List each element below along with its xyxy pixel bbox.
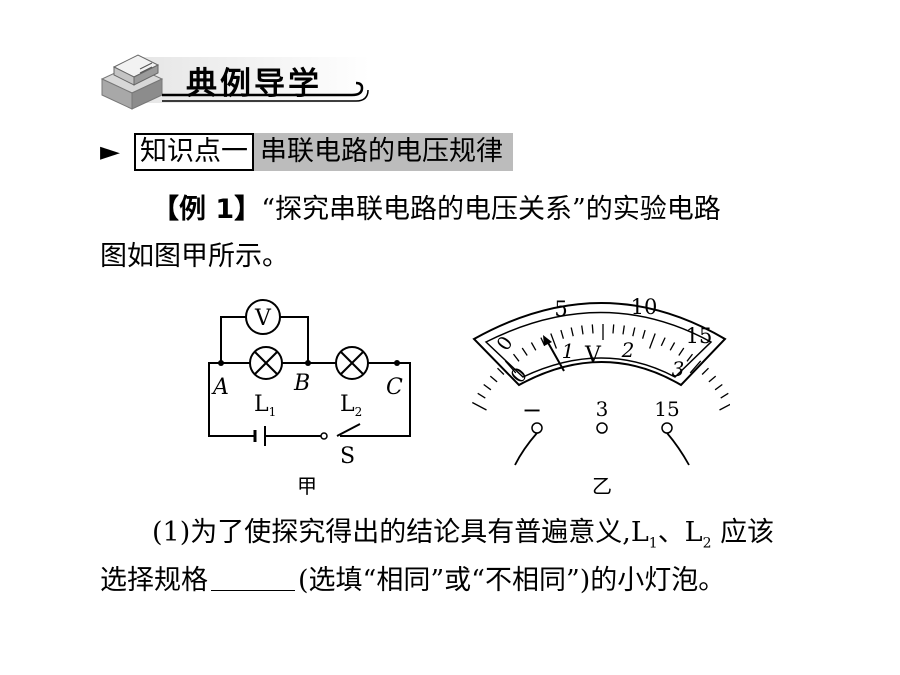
dial-tick: [689, 360, 702, 374]
knowledge-point-label: 知识点一: [134, 133, 254, 171]
knowledge-point-topic: 串联电路的电压规律: [254, 133, 513, 171]
dial-tick: [521, 347, 528, 356]
switch-label: S: [340, 444, 355, 469]
wire-lead-right: [666, 432, 690, 466]
dial-tick: [669, 342, 676, 351]
dial-tick: [641, 329, 646, 339]
dial-frame: [472, 302, 727, 387]
circuit-diagram: [208, 299, 411, 446]
dial-tick: [512, 353, 520, 362]
lamp-l2-cross-b: [340, 351, 364, 375]
wire-battery-a: [208, 362, 254, 437]
terminal-negative: [531, 422, 543, 434]
dial-tick: [648, 333, 656, 349]
dial-tick: [714, 383, 723, 391]
scale-inner-3: 3: [672, 357, 685, 381]
example-line-2: 图如图甲所示。: [100, 241, 289, 272]
voltmeter-wire-left: [220, 316, 246, 363]
dial-tick: [720, 392, 729, 399]
dial-tick: [719, 401, 735, 411]
terminal-negative-label: −: [522, 396, 542, 424]
dial-tick: [570, 327, 574, 337]
dial-tick: [678, 347, 685, 356]
scale-outer-15: 15: [686, 324, 713, 348]
scale-outer-10: 10: [631, 295, 658, 319]
junction-c: [394, 360, 400, 366]
section-header-badge: [100, 45, 370, 117]
scale-inner-1: 1: [562, 339, 575, 363]
dial-tick: [591, 324, 594, 334]
dial-tick: [686, 353, 694, 362]
dial-tick: [504, 360, 517, 374]
terminal-15: [661, 422, 673, 434]
switch-contact: [320, 432, 328, 440]
caption-jia: 甲: [297, 474, 317, 498]
lamp-l1-cross-b: [254, 351, 278, 375]
lamp-l1-label: L1: [254, 392, 276, 419]
dial-tick: [622, 325, 625, 335]
dial-tick: [612, 324, 615, 334]
lamp-l2-label: L2: [340, 392, 362, 419]
header-badge-graphic: [100, 54, 370, 110]
junction-a: [218, 360, 224, 366]
pointer-tip-icon: [543, 335, 552, 346]
point-b-label: B: [293, 371, 310, 396]
voltmeter-label: V: [254, 306, 272, 331]
question-1-line-1: (1)为了使探究得出的结论具有普遍意义,L1、L2 应该: [152, 517, 775, 552]
scale-outer-5: 5: [554, 297, 567, 321]
example-text: “探究串联电路的电压关系”的实验电路: [261, 194, 721, 225]
dial-ticks: [471, 324, 735, 411]
dial-tick: [660, 337, 666, 347]
dial-tick: [708, 375, 717, 383]
figure-svg: V A B C L1 L2 S 甲 5 10 15 0 0 1 2 3 V − …: [208, 295, 735, 498]
terminal-3: [596, 422, 608, 434]
junction-b: [305, 360, 311, 366]
book-stack-icon: [100, 54, 164, 110]
dial-tick: [560, 329, 565, 339]
voltmeter-dial: 5 10 15 0 0 1 2 3 V: [471, 295, 735, 411]
voltmeter-symbol: [245, 299, 281, 335]
dial-face: [484, 311, 713, 378]
point-a-label: A: [211, 375, 229, 400]
section-title: 典例导学: [186, 66, 322, 102]
dial-tick: [471, 401, 487, 411]
terminal-3-label: 3: [596, 397, 609, 421]
meter-unit: V: [584, 343, 602, 368]
scale-inner-2: 2: [621, 338, 635, 362]
dial-tick: [483, 383, 492, 391]
dial-tick: [497, 367, 505, 375]
answer-blank[interactable]: [211, 564, 295, 591]
dial-tick: [477, 392, 486, 399]
terminal-15-label: 15: [654, 397, 679, 421]
point-c-label: C: [386, 375, 403, 400]
dial-tick: [530, 342, 537, 351]
voltmeter-wire-right: [280, 316, 309, 363]
caption-yi: 乙: [592, 474, 612, 498]
play-arrow-icon: ►: [100, 137, 120, 167]
experiment-figure: V A B C L1 L2 S 甲 5 10 15 0 0 1 2 3 V − …: [205, 287, 735, 499]
question-1-line-2: 选择规格(选填“相同”或“不相同”)的小灯泡。: [100, 564, 726, 596]
dial-tick: [550, 333, 558, 349]
dial-tick: [632, 327, 636, 337]
example-tag: 【例 1】: [152, 194, 262, 225]
dial-tick: [701, 367, 709, 375]
wire-lead-left: [514, 432, 538, 466]
knowledge-point-row: ► 知识点一 串联电路的电压规律: [100, 132, 513, 172]
switch-blade: [336, 423, 361, 437]
dial-tick: [489, 375, 498, 383]
dial-tick: [581, 325, 584, 335]
example-line-1: 【例 1】“探究串联电路的电压关系”的实验电路: [152, 186, 721, 233]
meter-pointer: [545, 338, 565, 372]
wire-c-switch: [340, 362, 411, 437]
